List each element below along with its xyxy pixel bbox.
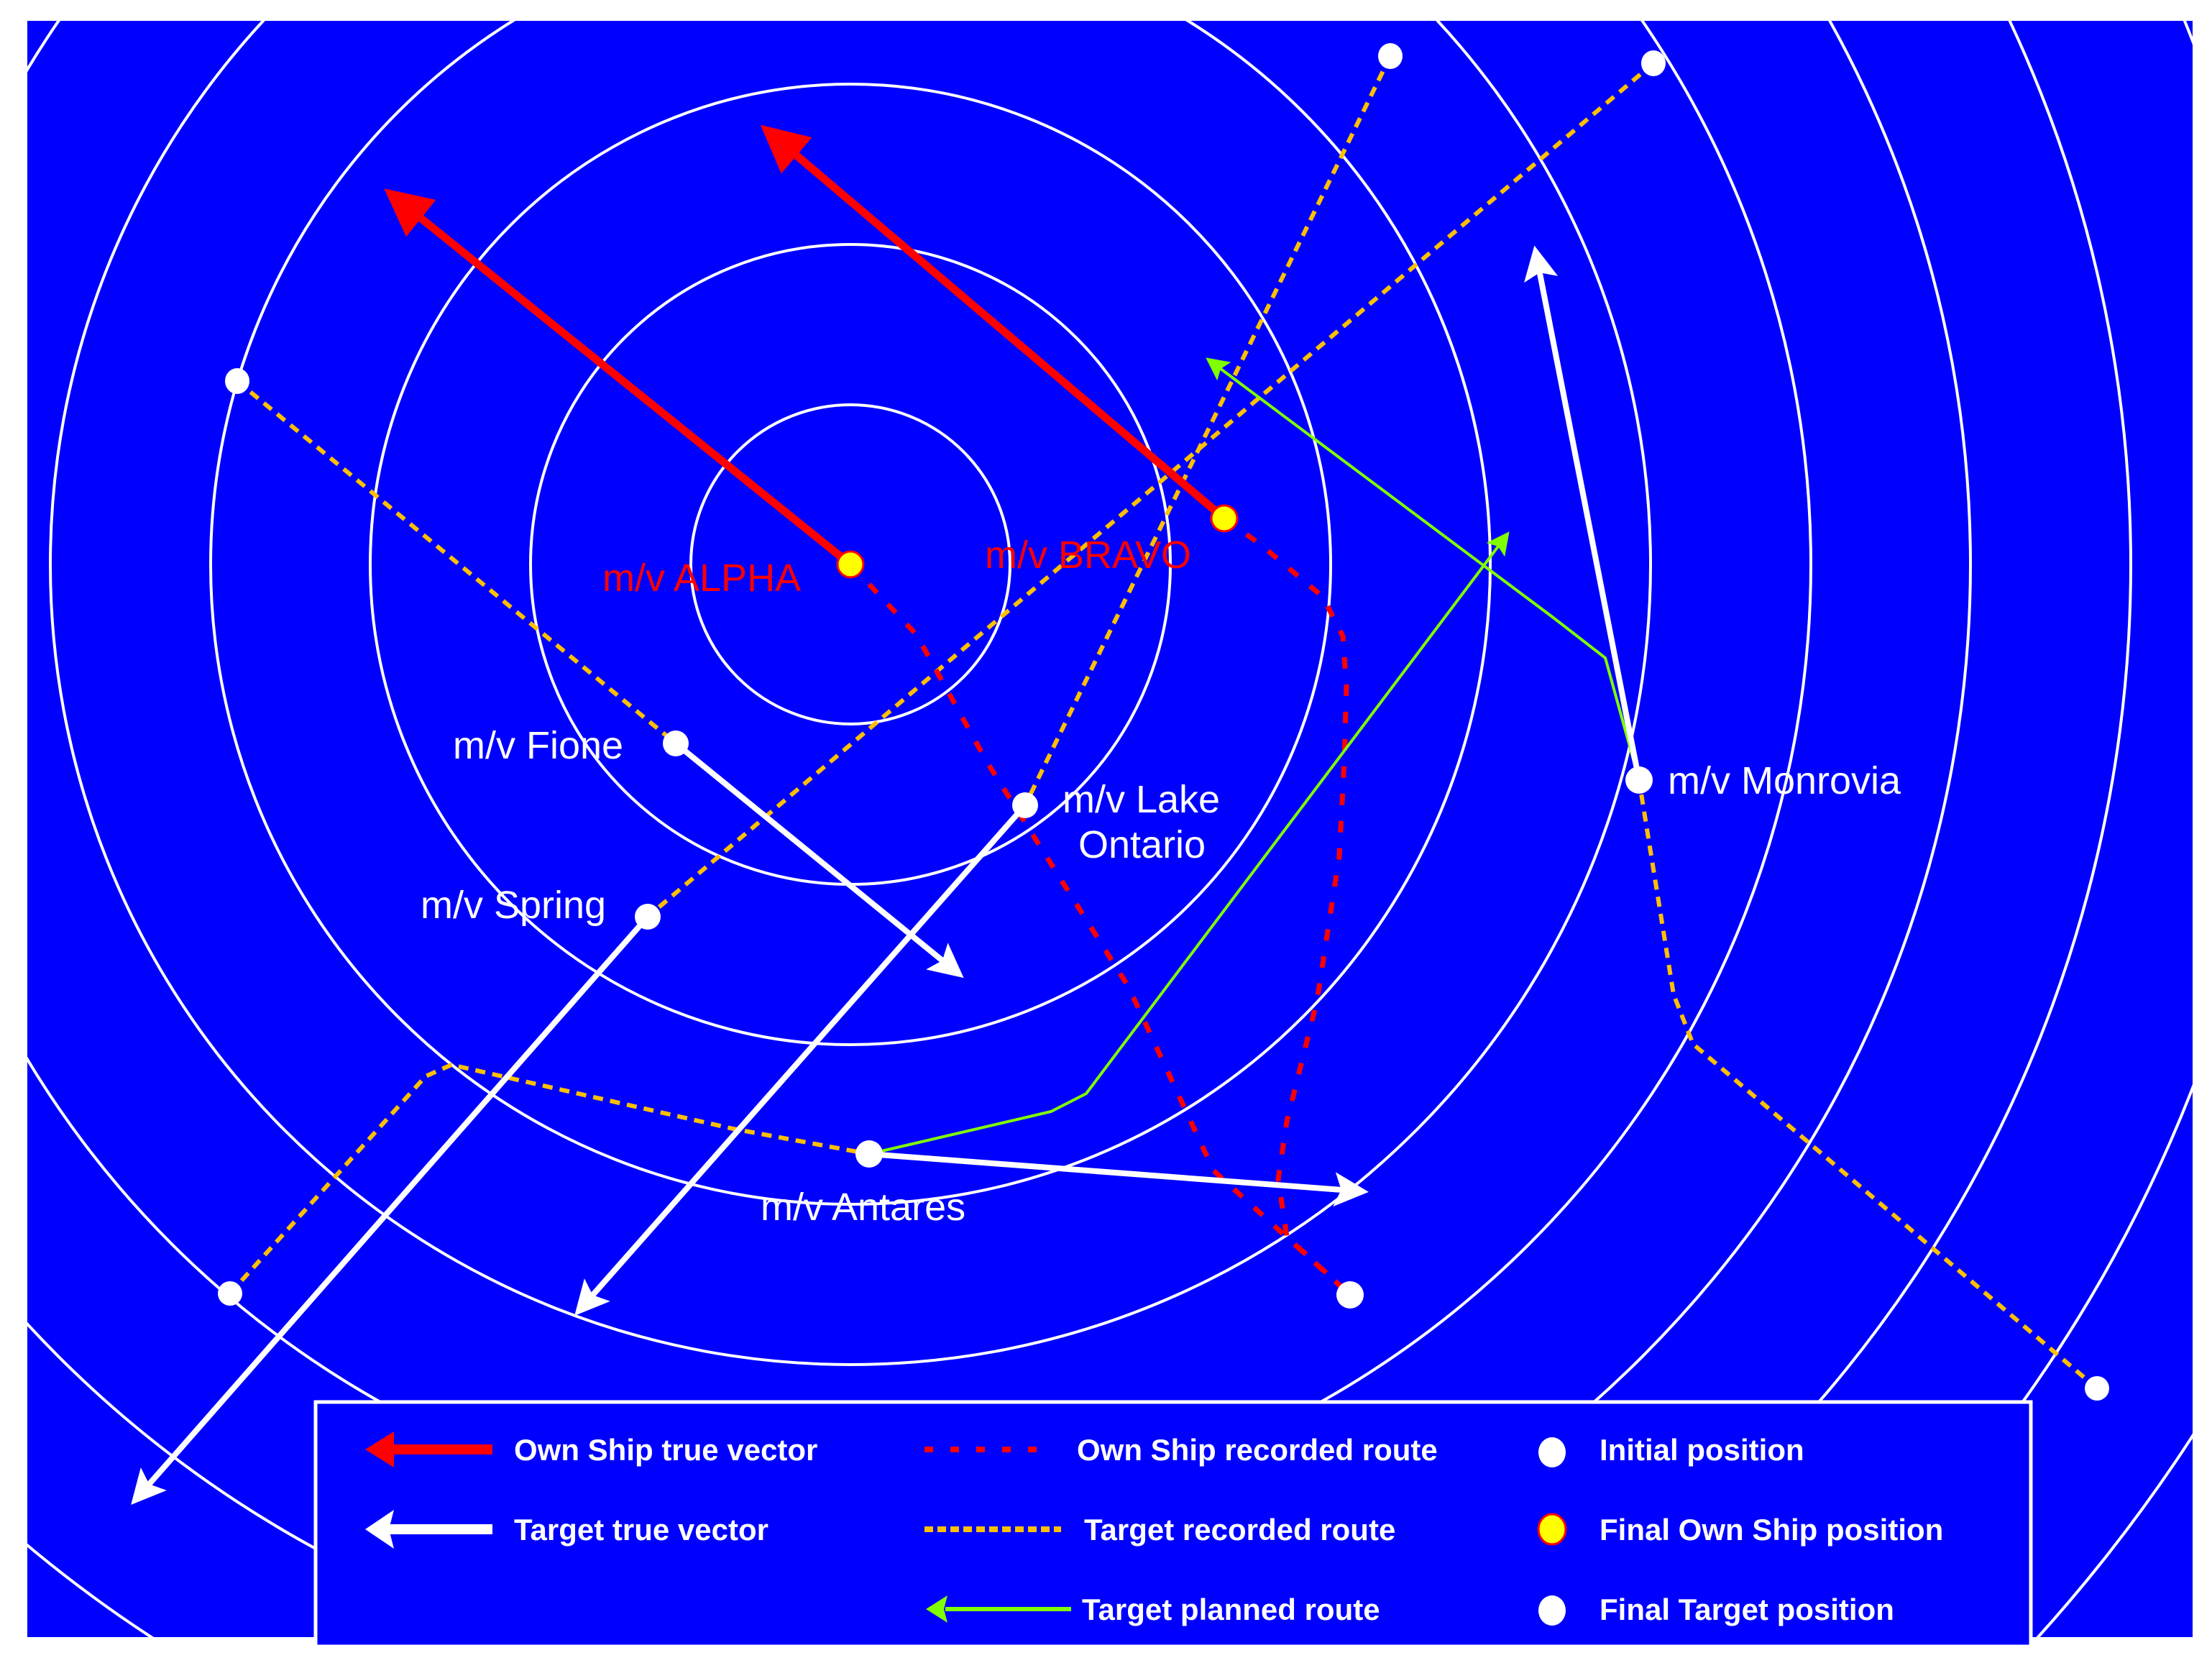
- lake-ontario-true-vector: [574, 803, 1027, 1316]
- own-ship-true-vectors: [384, 124, 1227, 568]
- antares-final-position: [855, 1140, 883, 1168]
- range-ring-8: [27, 21, 2132, 1637]
- fione-initial-position: [225, 368, 249, 394]
- red-arrowhead-icon: [365, 1431, 394, 1467]
- fione-final-position: [663, 730, 689, 756]
- legend-label-own-ship-true-vector: Own Ship true vector: [514, 1433, 817, 1467]
- legend-label-target-recorded-route: Target recorded route: [1084, 1513, 1395, 1547]
- spring-initial-position: [1641, 50, 1666, 76]
- alpha-recorded-route: [848, 562, 1352, 1297]
- target-planned-routes: [868, 357, 1640, 1155]
- bravo-label: m/v BRAVO: [985, 533, 1191, 577]
- bravo-recorded-route: [1222, 516, 1352, 1297]
- antares-label: m/v Antares: [761, 1186, 965, 1229]
- alpha-true-vector: [384, 188, 853, 568]
- spring-final-position: [635, 904, 661, 930]
- range-ring-3: [369, 83, 1332, 1046]
- white-dot-icon: [1538, 1437, 1566, 1467]
- range-ring-5: [49, 21, 1652, 1366]
- antares-true-vector: [868, 1151, 1369, 1207]
- spring-label: m/v Spring: [421, 884, 606, 927]
- alpha-label: m/v ALPHA: [602, 556, 801, 600]
- own-ship-initial-position: [1336, 1281, 1364, 1309]
- legend-label-target-planned-route: Target planned route: [1082, 1593, 1380, 1626]
- final-own-ship-positions: [836, 504, 1239, 579]
- fione-recorded-route: [236, 379, 677, 746]
- final-target-positions: [635, 730, 1653, 1168]
- target-recorded-routes: [228, 55, 2098, 1391]
- white-dot-icon: [1538, 1595, 1566, 1626]
- bravo-true-vector: [760, 124, 1227, 522]
- legend-item-target-planned-route: Target planned route: [926, 1593, 1380, 1626]
- legend-item-own-ship-recorded-route: Own Ship recorded route: [924, 1433, 1438, 1467]
- legend-item-own-ship-true-vector: Own Ship true vector: [365, 1431, 817, 1467]
- legend: Own Ship true vector Own Ship recorded r…: [313, 1400, 2033, 1649]
- target-true-vectors: [131, 245, 1642, 1506]
- white-arrowhead-icon: [365, 1510, 394, 1549]
- lake-ontario-final-position: [1012, 792, 1038, 818]
- spring-recorded-route: [646, 61, 1655, 919]
- legend-item-final-own-ship-position: Final Own Ship position: [1537, 1513, 1943, 1547]
- monrovia-initial-position: [2085, 1376, 2109, 1401]
- range-ring-1: [689, 403, 1011, 725]
- range-ring-4: [209, 21, 1492, 1206]
- legend-label-final-own-ship-position: Final Own Ship position: [1600, 1513, 1943, 1547]
- green-arrowhead-icon: [926, 1595, 947, 1623]
- legend-label-final-target-position: Final Target position: [1600, 1593, 1894, 1626]
- antares-initial-position: [218, 1281, 242, 1306]
- legend-label-target-true-vector: Target true vector: [514, 1513, 768, 1547]
- lake-ontario-recorded-route: [1023, 55, 1392, 807]
- monrovia-planned-route: [1206, 357, 1640, 781]
- lake-ontario-label-line2: Ontario: [1078, 823, 1206, 866]
- monrovia-label: m/v Monrovia: [1668, 759, 1901, 802]
- range-ring-7: [27, 21, 1972, 1637]
- spring-true-vector: [131, 915, 651, 1506]
- legend-item-target-recorded-route: Target recorded route: [924, 1513, 1395, 1547]
- initial-positions: [218, 43, 2109, 1401]
- monrovia-final-position: [1625, 766, 1653, 794]
- fione-label: m/v Fione: [453, 724, 623, 767]
- alpha-final-position: [836, 550, 865, 579]
- monrovia-recorded-route: [1637, 779, 2098, 1391]
- legend-item-target-true-vector: Target true vector: [365, 1510, 768, 1549]
- fione-true-vector: [674, 741, 964, 979]
- antares-recorded-route: [228, 1062, 870, 1296]
- yellow-dot-icon: [1537, 1513, 1567, 1546]
- legend-item-final-target-position: Final Target position: [1538, 1593, 1894, 1626]
- antares-planned-route: [868, 531, 1510, 1155]
- monrovia-true-vector: [1524, 245, 1642, 781]
- legend-label-initial-position: Initial position: [1600, 1433, 1804, 1467]
- chart-background: [27, 21, 2193, 1637]
- legend-item-initial-position: Initial position: [1538, 1433, 1804, 1467]
- ship-labels: m/v ALPHA m/v BRAVO m/v Fione m/v Spring…: [421, 533, 1901, 1229]
- legend-label-own-ship-recorded-route: Own Ship recorded route: [1077, 1433, 1438, 1467]
- legend-box: [313, 1400, 2033, 1649]
- own-ship-recorded-routes: [848, 516, 1352, 1297]
- lake-ontario-label-line1: m/v Lake: [1063, 778, 1220, 821]
- lake-ontario-initial-position: [1378, 43, 1403, 69]
- bravo-final-position: [1210, 504, 1239, 533]
